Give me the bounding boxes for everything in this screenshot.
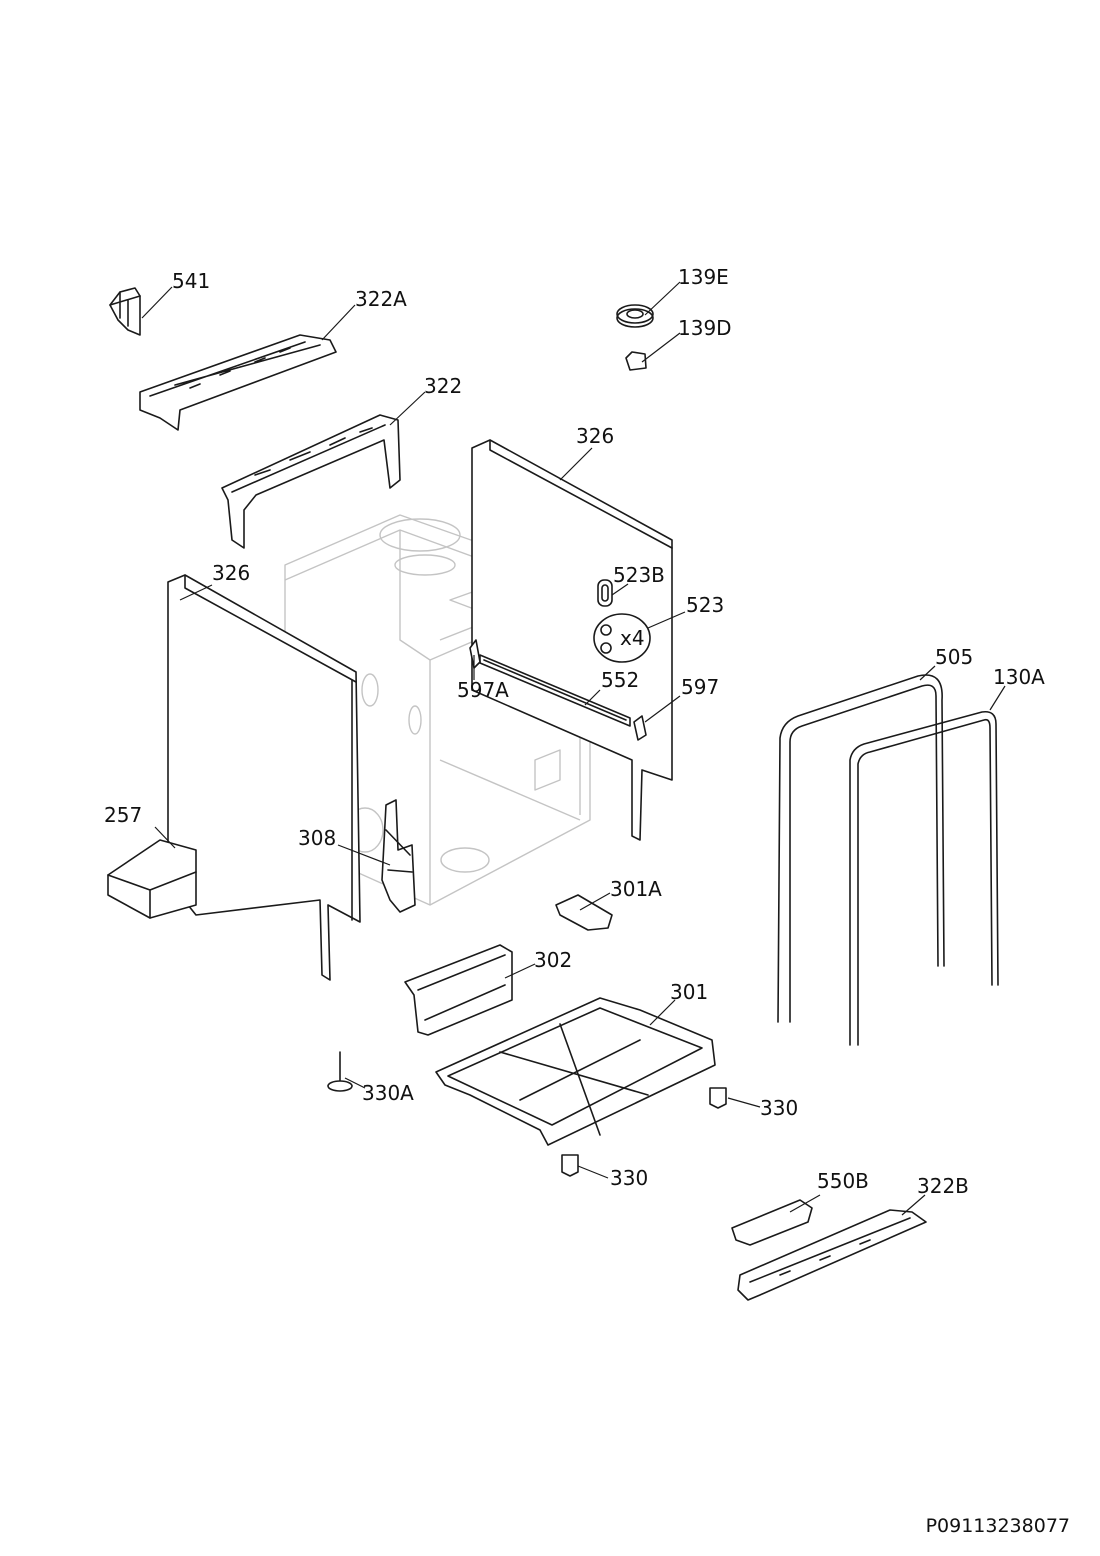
label-301A: 301A — [610, 877, 662, 901]
part-330-foot-right — [709, 1087, 727, 1109]
part-257-box — [107, 839, 197, 919]
part-130A-seal — [849, 710, 999, 1046]
part-597A-clip — [469, 639, 481, 669]
part-541-bracket — [109, 287, 141, 336]
label-523: 523 — [686, 593, 724, 617]
label-326-right: 326 — [576, 424, 614, 448]
part-322-top-frame — [221, 414, 401, 549]
label-550B: 550B — [817, 1169, 869, 1193]
label-330-right: 330 — [760, 1096, 798, 1120]
part-330A-leg — [327, 1051, 353, 1092]
label-330A: 330A — [362, 1081, 414, 1105]
label-302: 302 — [534, 948, 572, 972]
label-330-bottom: 330 — [610, 1166, 648, 1190]
label-552: 552 — [601, 668, 639, 692]
part-301A-cover — [555, 894, 613, 931]
part-523-clips-group — [593, 613, 651, 663]
label-597A: 597A — [457, 678, 509, 702]
label-308: 308 — [298, 826, 336, 850]
label-257: 257 — [104, 803, 142, 827]
part-308-hinge — [381, 799, 416, 913]
label-523B: 523B — [613, 563, 665, 587]
part-505-seal — [777, 674, 945, 1023]
part-139D-cap — [625, 351, 647, 371]
part-139E-nut — [616, 304, 654, 328]
leader-lines — [141, 281, 1006, 1216]
part-labels: 541 322A 139E 139D 322 326 326 523B 523 … — [104, 265, 1045, 1198]
label-322: 322 — [424, 374, 462, 398]
label-505: 505 — [935, 645, 973, 669]
part-326-right-panel — [471, 439, 673, 841]
part-597-clip — [633, 715, 647, 741]
part-322A-rail — [139, 334, 337, 431]
part-301-base — [435, 997, 716, 1146]
label-139D: 139D — [678, 316, 732, 340]
part-326-left-panel — [167, 574, 361, 981]
label-322A: 322A — [355, 287, 407, 311]
label-541: 541 — [172, 269, 210, 293]
reference-code: P09113238077 — [926, 1515, 1070, 1537]
label-326-left: 326 — [212, 561, 250, 585]
part-523B-ring — [597, 579, 613, 607]
label-597: 597 — [681, 675, 719, 699]
label-139E: 139E — [678, 265, 729, 289]
label-130A: 130A — [993, 665, 1045, 689]
label-301: 301 — [670, 980, 708, 1004]
part-322B-rail — [737, 1209, 927, 1301]
label-322B: 322B — [917, 1174, 969, 1198]
label-x4: x4 — [620, 626, 645, 650]
part-330-foot-bottom — [561, 1154, 579, 1177]
part-302-frame — [404, 944, 513, 1036]
